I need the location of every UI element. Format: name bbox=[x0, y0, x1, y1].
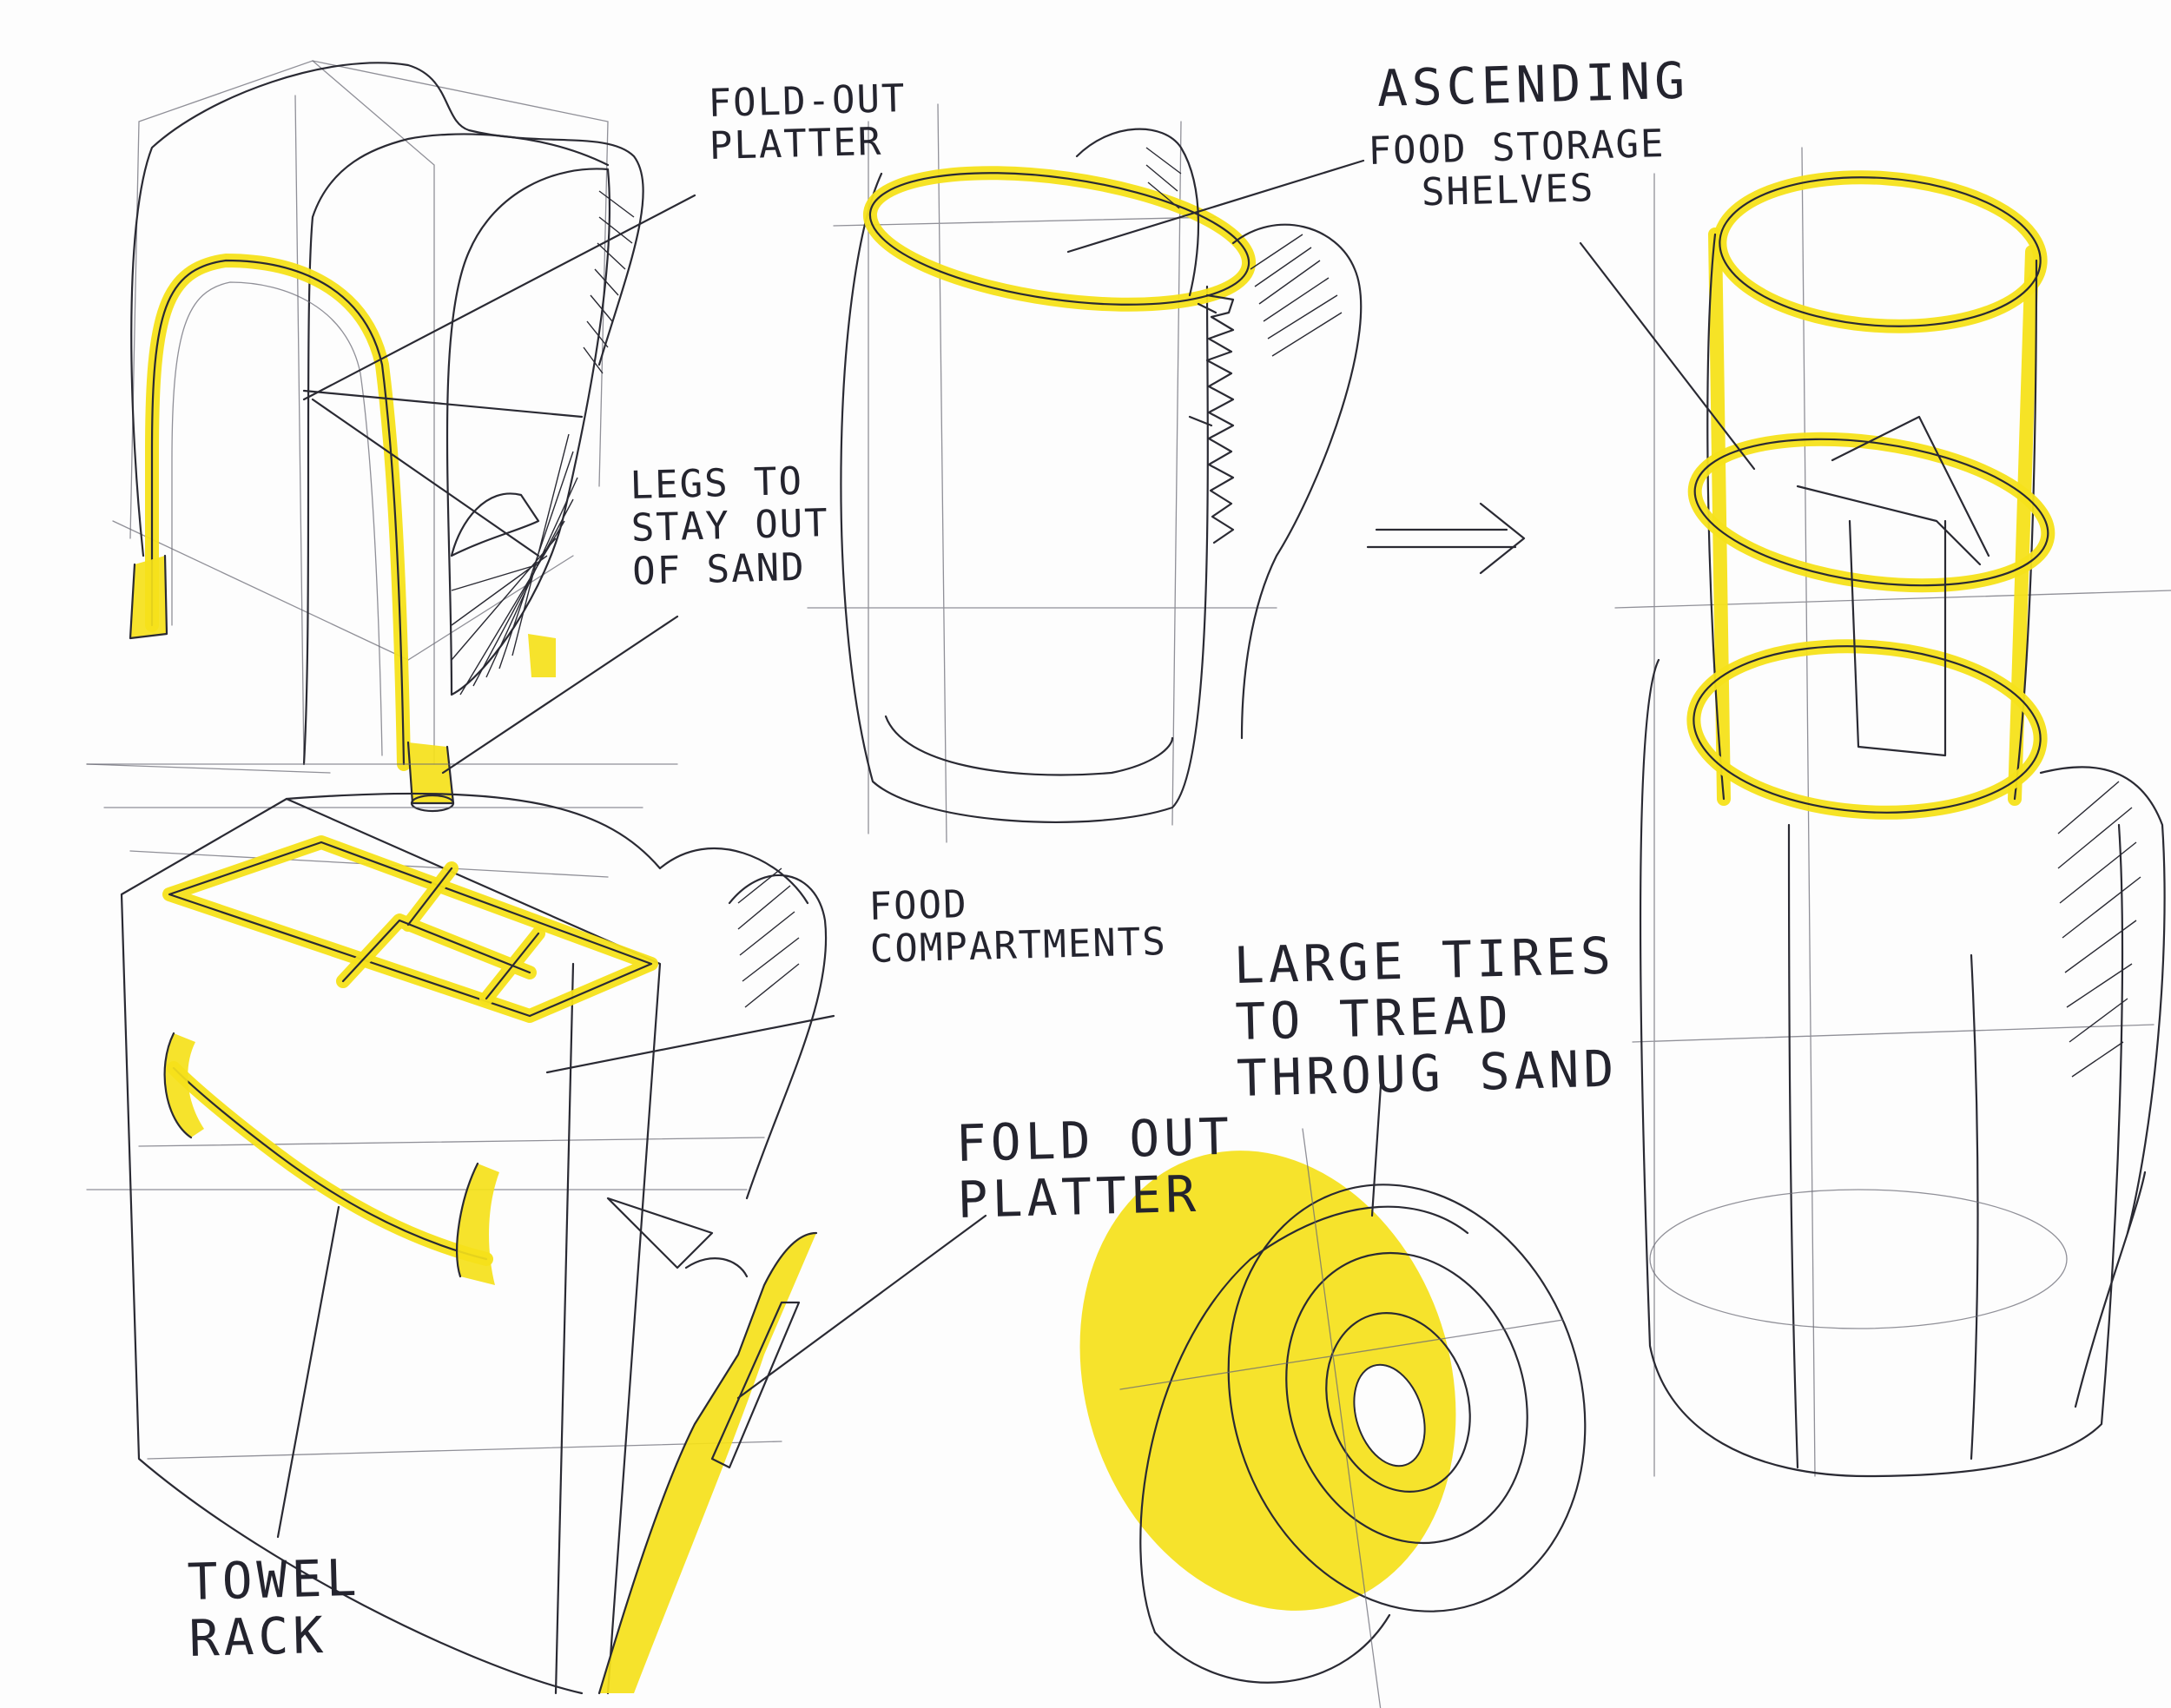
box-cooler-sketch bbox=[86, 763, 828, 1695]
label-line: SHELVES bbox=[1421, 166, 1595, 215]
label-line: TOWEL bbox=[186, 1547, 362, 1612]
label-line: FOLD OUT bbox=[954, 1106, 1234, 1173]
label-line: FOLD-OUT bbox=[707, 76, 907, 126]
label-fold-out-platter-bottom: FOLD OUT PLATTER bbox=[954, 1106, 1236, 1230]
cooler-with-legs-sketch bbox=[112, 60, 644, 813]
tall-cooler-sketch bbox=[1614, 147, 2171, 1478]
label-line: RACK bbox=[188, 1605, 329, 1668]
label-ascending-shelves: ASCENDING bbox=[1376, 50, 1690, 118]
label-line: ASCENDING bbox=[1376, 50, 1690, 118]
round-cooler-sketch bbox=[807, 103, 1363, 843]
label-ascending-shelves-sub: FOOD STORAGE SHELVES bbox=[1368, 122, 1666, 215]
leader-lines bbox=[276, 159, 1756, 1539]
label-line: LEGS TO bbox=[629, 458, 804, 508]
label-line: COMPARTMENTS bbox=[869, 920, 1168, 973]
label-line: OF SAND bbox=[631, 544, 807, 594]
label-fold-out-platter-top: FOLD-OUT PLATTER bbox=[707, 76, 907, 169]
label-line: STAY OUT bbox=[630, 501, 830, 551]
label-line: PLATTER bbox=[956, 1164, 1201, 1230]
tire-sketch bbox=[1079, 1128, 1587, 1708]
label-line: THROUG SAND bbox=[1236, 1039, 1620, 1108]
label-line: PLATTER bbox=[709, 120, 883, 169]
label-legs: LEGS TO STAY OUT OF SAND bbox=[629, 458, 831, 594]
label-line: FOOD STORAGE bbox=[1367, 122, 1666, 174]
transform-arrow bbox=[1366, 502, 1526, 575]
label-large-tires: LARGE TIRES TO TREAD THROUG SAND bbox=[1232, 926, 1620, 1108]
label-food-compartments: FOOD COMPARTMENTS bbox=[868, 878, 1168, 973]
label-line: LARGE TIRES bbox=[1232, 926, 1616, 995]
label-towel-rack: TOWEL RACK bbox=[186, 1547, 363, 1668]
